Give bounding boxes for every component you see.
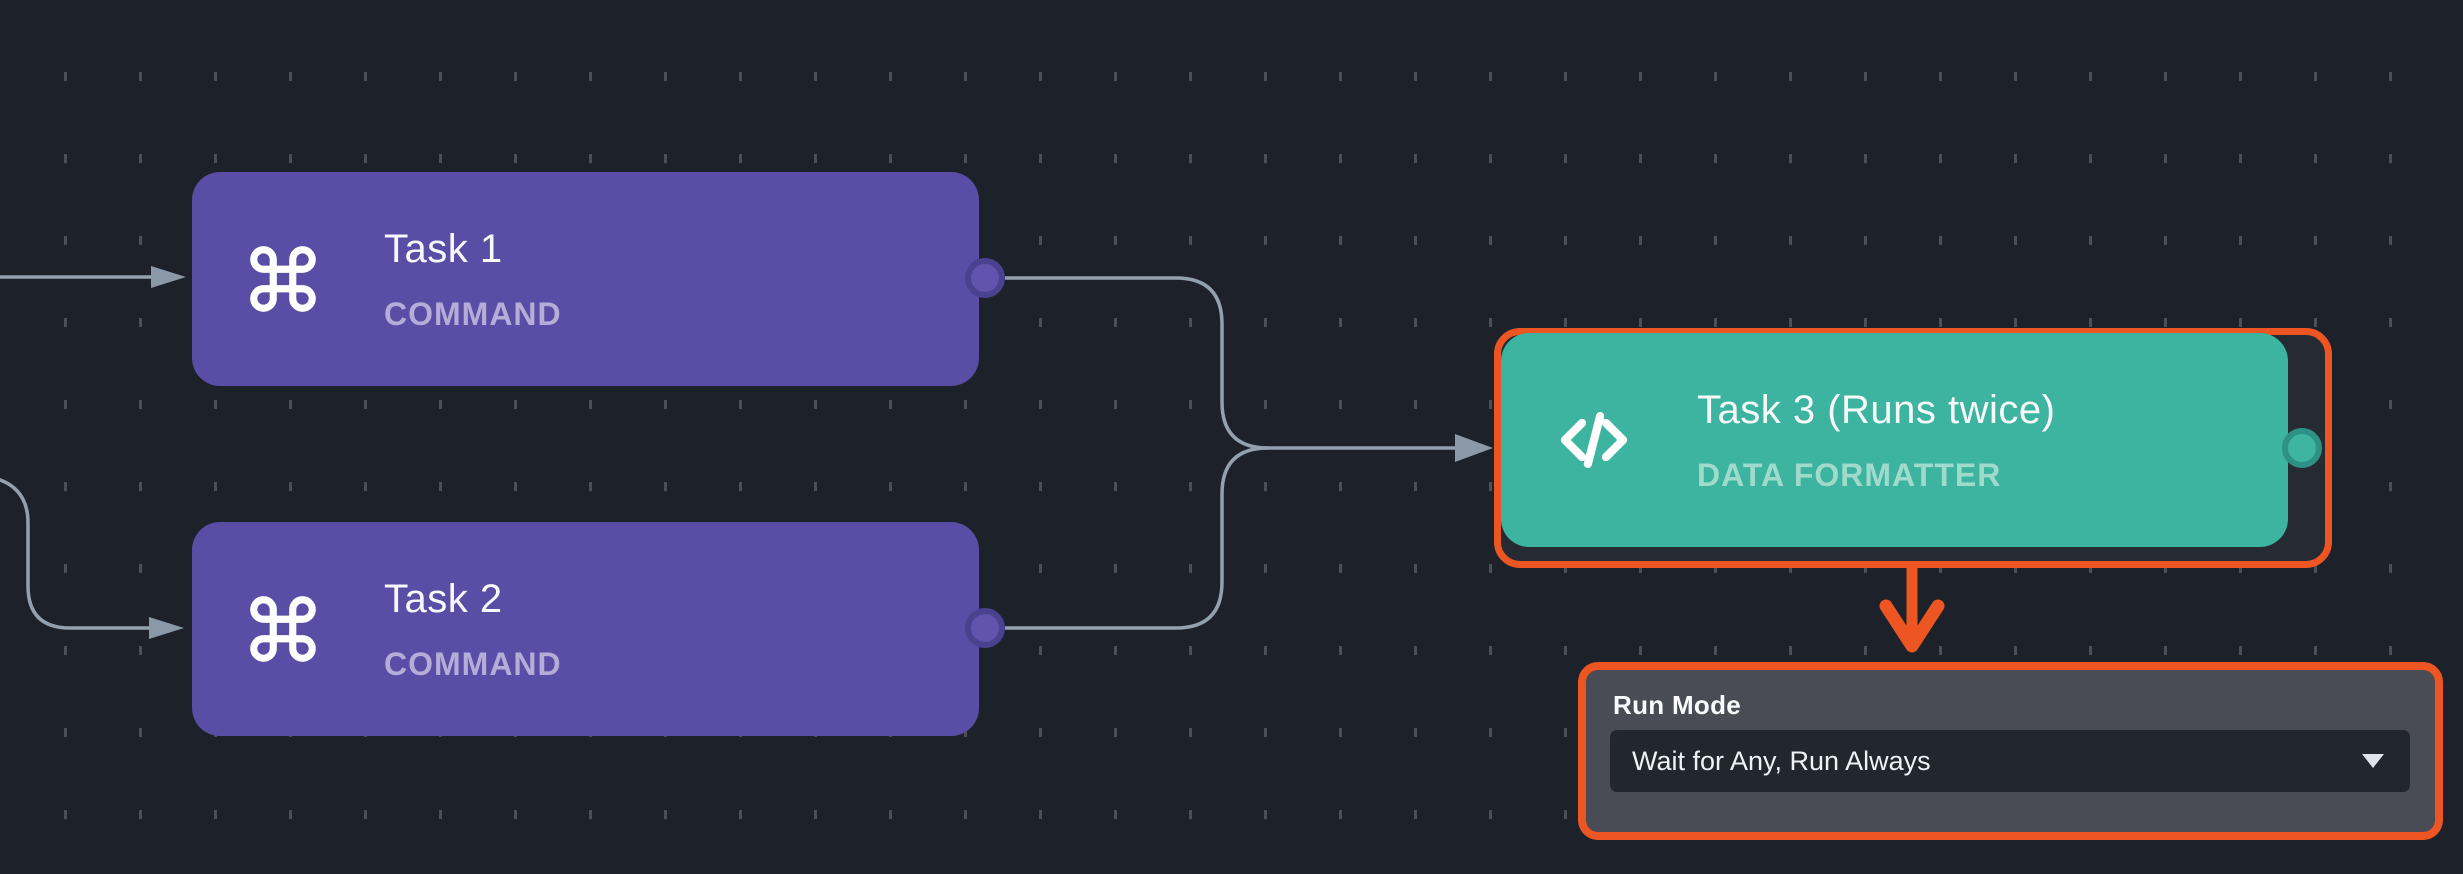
run-mode-dropdown[interactable]: Wait for Any, Run Always bbox=[1610, 730, 2410, 792]
edge-task-1-to-task-3[interactable] bbox=[1005, 276, 1455, 450]
command-icon bbox=[250, 596, 316, 662]
arrowhead-task-3 bbox=[1455, 434, 1493, 462]
annotation-arrow-head bbox=[1879, 599, 1945, 653]
code-icon bbox=[1560, 411, 1628, 469]
run-mode-value: Wait for Any, Run Always bbox=[1632, 745, 1931, 776]
output-port-task-2[interactable] bbox=[965, 608, 1005, 648]
node-type-label: COMMAND bbox=[384, 296, 562, 332]
node-task-2[interactable]: Task 2 COMMAND bbox=[192, 522, 979, 736]
node-type-label: DATA FORMATTER bbox=[1697, 457, 2002, 493]
output-port-task-3[interactable] bbox=[2282, 428, 2322, 468]
command-icon bbox=[250, 246, 316, 312]
node-text: Task 3 (Runs twice) DATA FORMATTER bbox=[1697, 388, 2055, 492]
node-task-1[interactable]: Task 1 COMMAND bbox=[192, 172, 979, 386]
run-mode-panel: Run Mode Wait for Any, Run Always bbox=[1578, 662, 2443, 840]
arrowhead-task-2 bbox=[149, 617, 184, 639]
node-type-label: COMMAND bbox=[384, 646, 562, 682]
edge-task-2-to-task-3[interactable] bbox=[1005, 446, 1269, 630]
node-text: Task 2 COMMAND bbox=[384, 577, 562, 681]
arrowhead-task-1 bbox=[151, 266, 186, 288]
output-port-task-1[interactable] bbox=[965, 258, 1005, 298]
node-text: Task 1 COMMAND bbox=[384, 227, 562, 331]
chevron-down-icon bbox=[2362, 754, 2384, 768]
edge-into-task-2[interactable] bbox=[0, 478, 149, 630]
node-task-3[interactable]: Task 3 (Runs twice) DATA FORMATTER bbox=[1501, 333, 2288, 547]
run-mode-label: Run Mode bbox=[1613, 690, 1742, 720]
node-title: Task 1 bbox=[384, 227, 503, 271]
node-title: Task 2 bbox=[384, 577, 503, 621]
node-title: Task 3 (Runs twice) bbox=[1697, 388, 2056, 432]
